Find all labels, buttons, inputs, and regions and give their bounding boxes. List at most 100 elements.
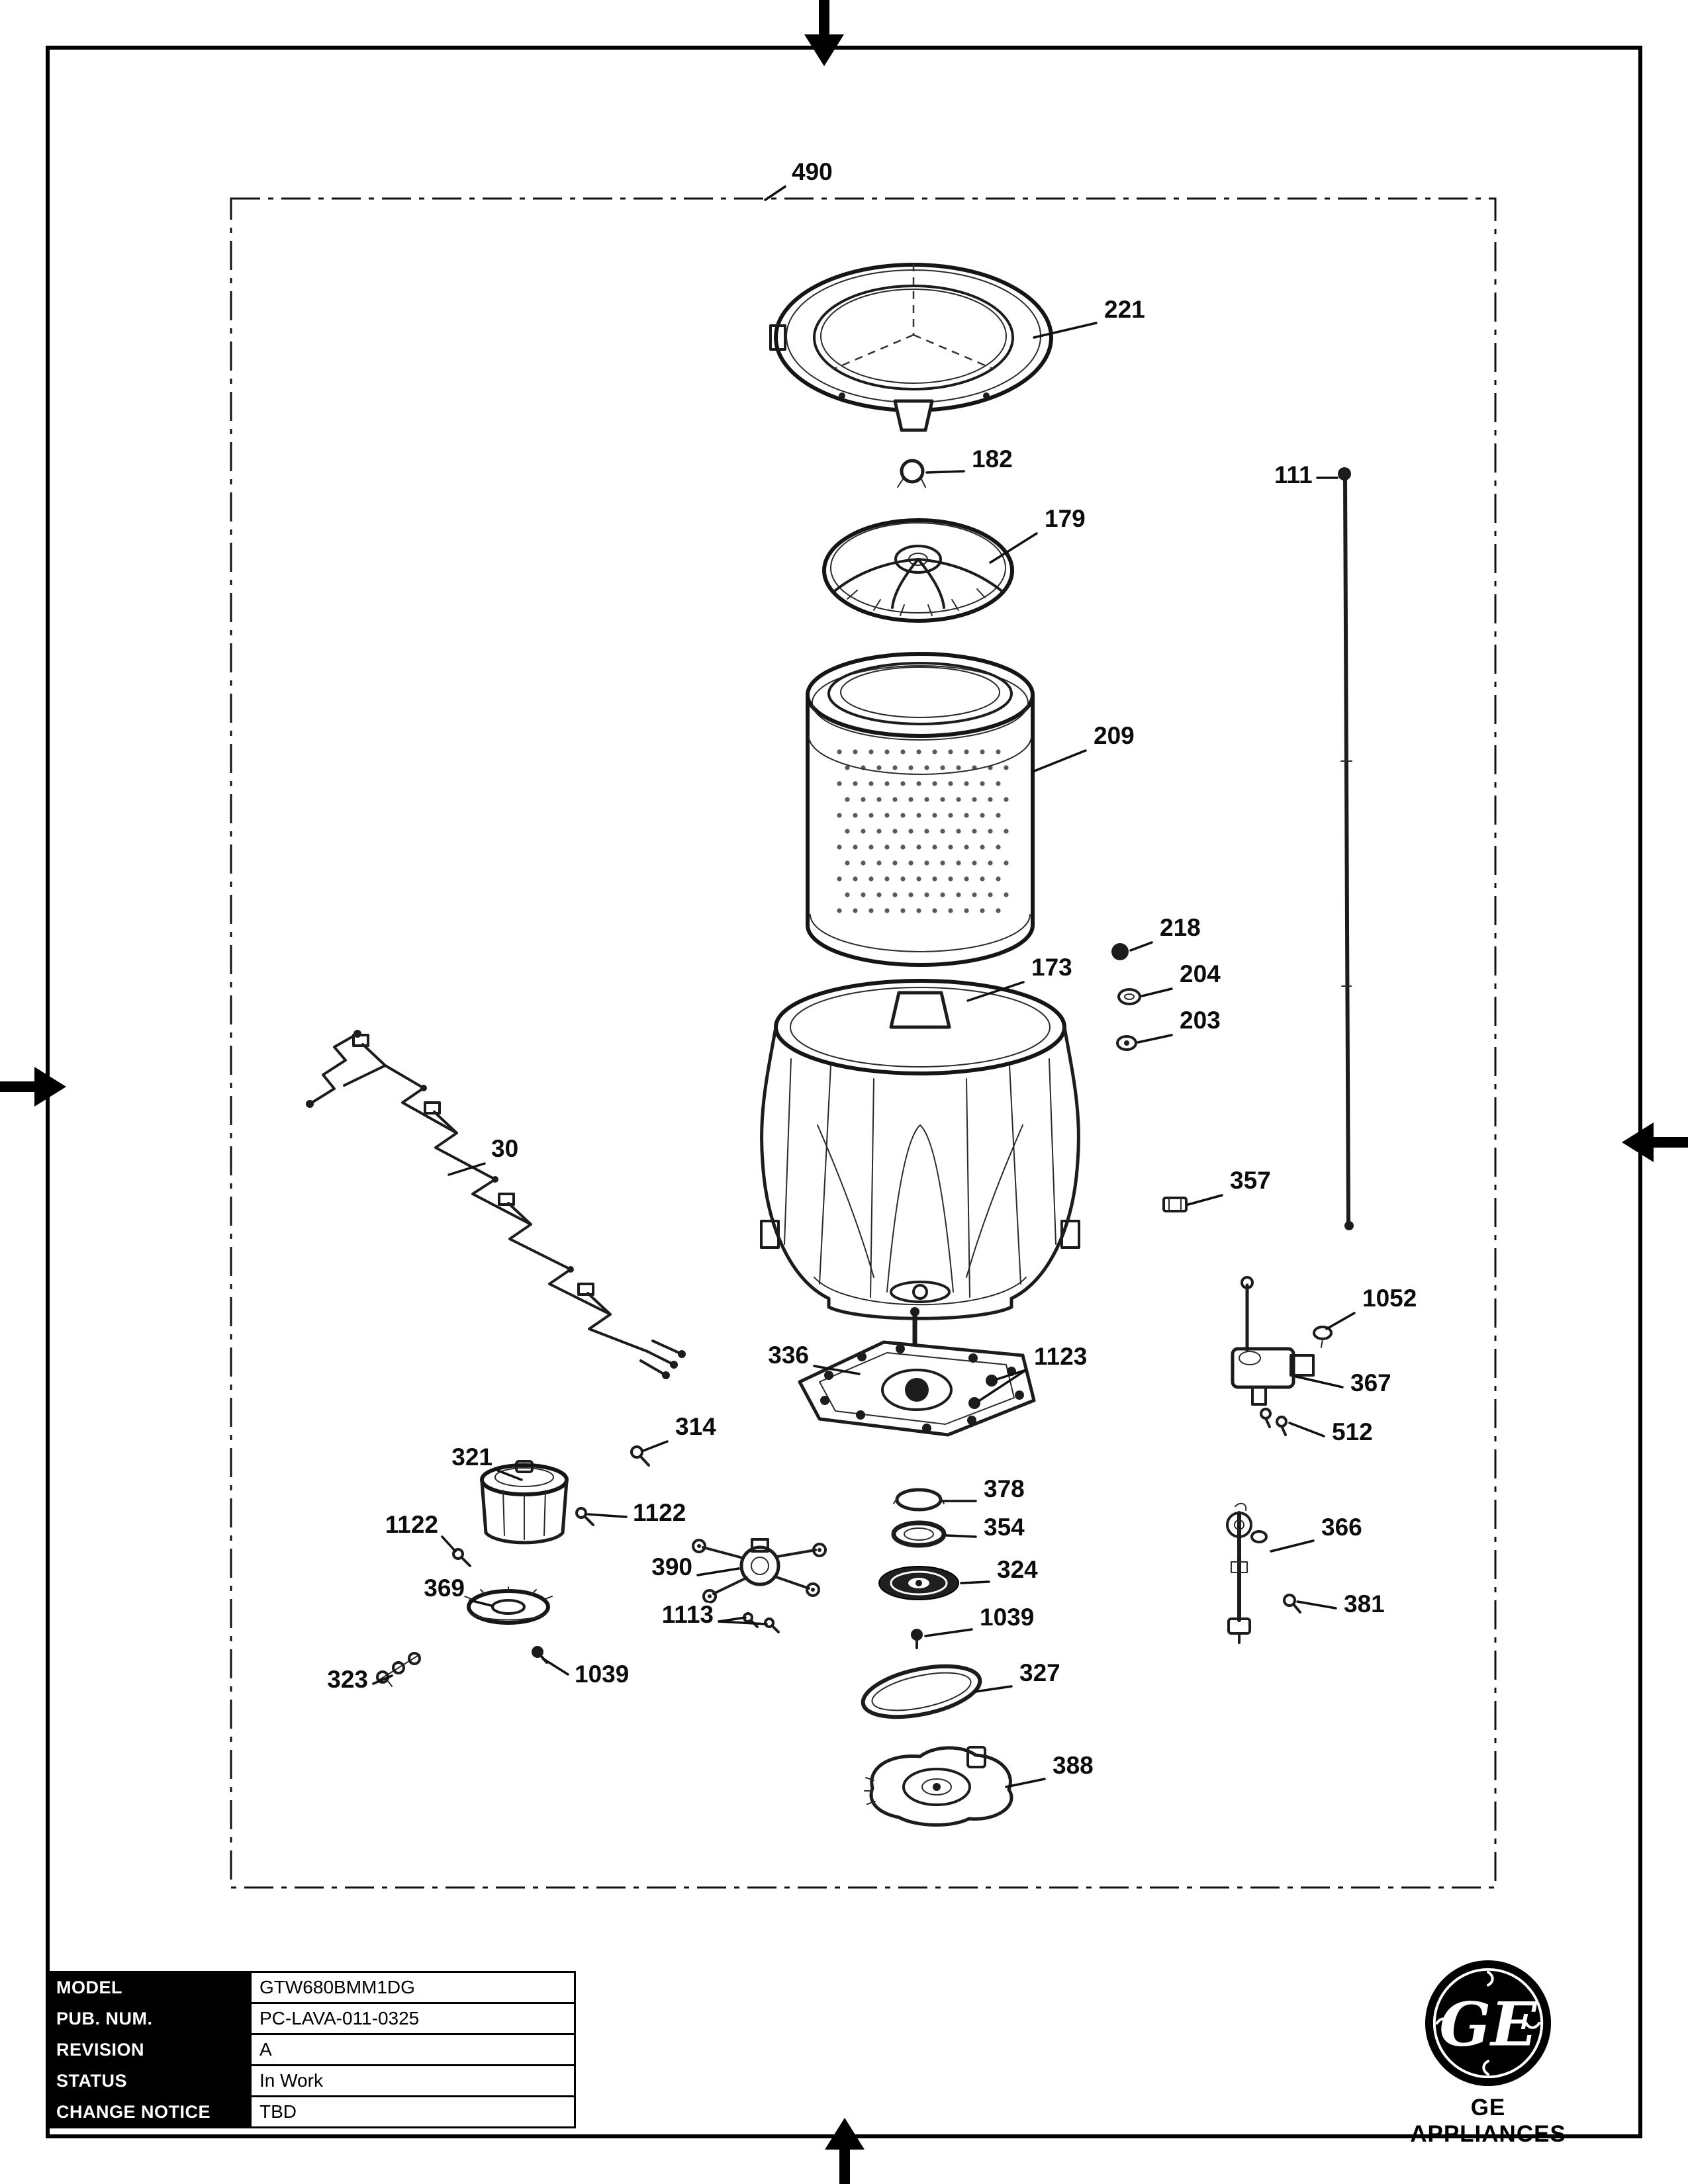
page-border [46, 46, 1642, 2138]
callout-label-182: 182 [972, 445, 1013, 473]
part-182-clamp [897, 459, 926, 488]
callout-leader-366 [1270, 1539, 1315, 1553]
assembly-boundary-490 [230, 197, 1497, 1889]
callout-leader-321 [496, 1469, 523, 1481]
field-value: In Work [250, 2066, 574, 2095]
callout-label-367: 367 [1350, 1369, 1391, 1396]
title-block-row-revision: REVISION A [50, 2035, 574, 2066]
part-512-screws [1260, 1408, 1288, 1436]
part-179-impeller [822, 518, 1014, 623]
callout-leader-204 [1141, 987, 1173, 997]
callout-label-369: 369 [424, 1574, 465, 1602]
callout-label-30: 30 [491, 1135, 518, 1162]
part-369-rotor [464, 1586, 553, 1625]
part-336-platform [798, 1307, 1036, 1437]
part-354-seal [891, 1520, 947, 1548]
callout-leader-323 [372, 1674, 393, 1685]
callout-label-490: 490 [792, 158, 833, 185]
callout-label-218: 218 [1160, 914, 1201, 941]
callout-label-221: 221 [1104, 296, 1145, 323]
callout-label-1122: 1122 [385, 1511, 438, 1538]
callout-label-390: 390 [651, 1553, 692, 1580]
part-218-grommet [1111, 943, 1129, 960]
field-value: PC-LAVA-011-0325 [250, 2004, 574, 2033]
part-324-pulley [878, 1566, 959, 1600]
callout-leader-203 [1137, 1034, 1173, 1044]
callout-label-1113: 1113 [662, 1601, 714, 1628]
callout-label-173: 173 [1031, 954, 1072, 981]
field-label: CHANGE NOTICE [50, 2097, 250, 2126]
callout-leader-218 [1129, 941, 1153, 952]
callouts: 4902211821791112092182042031733573010523… [324, 156, 1420, 1788]
callout-leader-221 [1033, 322, 1098, 339]
part-209-basket [806, 652, 1035, 967]
part-367-water-valve [1231, 1276, 1315, 1406]
part-111-suspension-rod [1338, 467, 1354, 1230]
callout-leader-1113 [718, 1620, 768, 1625]
callout-label-1123: 1123 [1034, 1343, 1087, 1370]
callout-leader-357 [1187, 1194, 1223, 1206]
callout-leader-1122 [586, 1513, 628, 1518]
callout-label-1122: 1122 [633, 1499, 686, 1526]
part-323-grommets [376, 1652, 421, 1687]
brand-name: GE APPLIANCES [1410, 2095, 1566, 2147]
part-221-tub-cover [769, 263, 1053, 432]
part-314-screw [630, 1445, 650, 1467]
part-204-washer [1117, 988, 1141, 1005]
callout-label-209: 209 [1094, 722, 1135, 749]
callout-label-354: 354 [984, 1514, 1025, 1541]
part-173-tub [760, 979, 1080, 1320]
basket-perforations [837, 749, 1009, 913]
callout-leader-179 [989, 532, 1038, 564]
callout-leader-1039 [924, 1628, 973, 1637]
callout-leader-1123 [978, 1369, 1027, 1402]
part-390-pump [692, 1538, 827, 1604]
part-321-motor [480, 1460, 569, 1545]
callout-label-324: 324 [997, 1556, 1038, 1583]
callout-leader-314 [642, 1440, 669, 1452]
callout-label-111: 111 [1274, 461, 1313, 488]
callout-label-1052: 1052 [1362, 1285, 1417, 1312]
callout-label-179: 179 [1045, 505, 1086, 532]
callout-leader-1052 [1325, 1312, 1356, 1330]
callout-label-323: 323 [327, 1666, 368, 1693]
field-value: A [250, 2035, 574, 2064]
title-block-row-model: MODEL GTW680BMM1DG [50, 1973, 574, 2004]
callout-label-314: 314 [675, 1413, 716, 1440]
callout-leader-336 [813, 1365, 861, 1375]
callout-label-1039: 1039 [980, 1604, 1034, 1631]
part-327-belt [861, 1664, 982, 1719]
part-378-clamp [893, 1488, 945, 1512]
part-1122-screw-left [452, 1548, 471, 1567]
callout-leader-209 [1031, 749, 1087, 773]
callout-label-204: 204 [1180, 960, 1221, 987]
callout-label-512: 512 [1332, 1418, 1373, 1445]
callout-leader-512 [1288, 1422, 1325, 1437]
callout-leader-490 [764, 185, 786, 201]
registration-arrow-left [0, 1067, 66, 1107]
field-value: GTW680BMM1DG [250, 1973, 574, 2002]
callout-label-1039: 1039 [575, 1661, 629, 1688]
callout-label-366: 366 [1321, 1514, 1362, 1541]
title-block-row-status: STATUS In Work [50, 2066, 574, 2097]
callout-label-321: 321 [451, 1443, 492, 1471]
callout-label-336: 336 [768, 1342, 809, 1369]
callout-leader-1122 [441, 1535, 457, 1553]
field-label: MODEL [50, 1973, 250, 2002]
part-381-screw [1283, 1594, 1301, 1614]
registration-arrow-bottom [825, 2118, 865, 2184]
callout-leader-388 [1005, 1778, 1046, 1788]
part-203-washer [1116, 1035, 1137, 1051]
callout-label-203: 203 [1180, 1007, 1221, 1034]
title-block-row-change-notice: CHANGE NOTICE TBD [50, 2097, 574, 2126]
callout-leader-324 [960, 1580, 990, 1584]
part-1122-screw-right [575, 1507, 594, 1526]
callout-label-381: 381 [1344, 1590, 1385, 1617]
registration-arrow-top [804, 0, 844, 66]
part-366-dispenser [1226, 1502, 1268, 1644]
callout-label-388: 388 [1053, 1752, 1094, 1779]
field-label: PUB. NUM. [50, 2004, 250, 2033]
callout-label-327: 327 [1019, 1659, 1060, 1686]
